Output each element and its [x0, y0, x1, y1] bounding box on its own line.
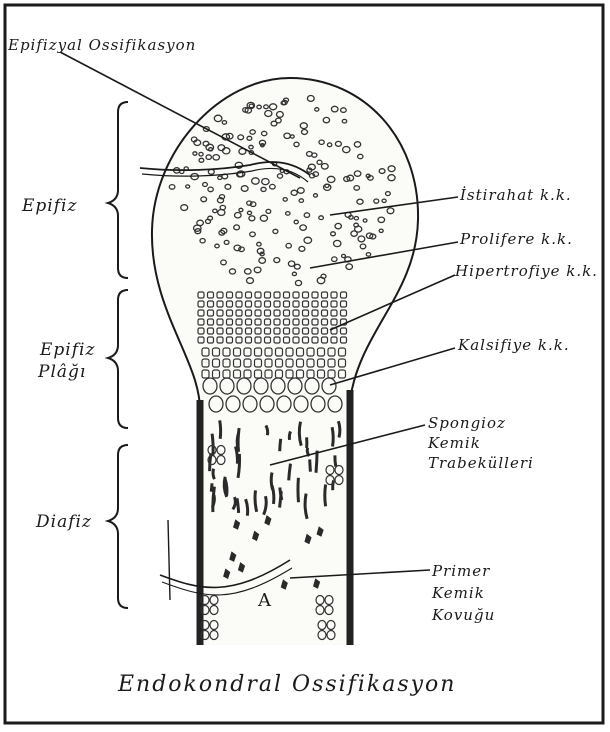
trabecula: [316, 451, 317, 473]
trabecula: [335, 455, 336, 466]
label-spongioz-2: Kemik: [428, 434, 481, 453]
region-epifiz: Epifiz: [22, 196, 77, 216]
brace-epifiz: [108, 102, 128, 278]
label-prolifere: Prolifere k.k.: [460, 230, 573, 249]
trabecula: [211, 483, 212, 491]
brace-plate: [108, 290, 128, 428]
trabecula: [289, 464, 291, 481]
trabecula: [298, 478, 299, 503]
trabecula: [212, 434, 213, 456]
figure-caption: Endokondral Ossifikasyon: [118, 672, 456, 697]
trabecula: [289, 431, 290, 440]
trabecula: [325, 485, 326, 507]
top-label: Epifizyal Ossifikasyon: [8, 36, 196, 55]
label-primer-2: Kemik: [432, 584, 485, 603]
label-spongioz-3: Trabekülleri: [428, 454, 534, 473]
trabecula: [238, 454, 240, 478]
region-epifiz-plagi-2: Plâğı: [38, 362, 86, 382]
label-primer-3: Kovuğu: [432, 606, 495, 625]
label-primer-1: Primer: [432, 562, 490, 581]
trabecula: [255, 490, 257, 511]
trabecula: [225, 479, 227, 496]
trabecula: [237, 432, 239, 449]
label-istirahat: İstirahat k.k.: [460, 186, 572, 205]
trabecula: [237, 498, 239, 513]
trabecula: [332, 427, 333, 446]
label-spongioz-1: Spongioz: [428, 414, 506, 433]
trabecula: [280, 439, 281, 451]
trabecula: [272, 486, 274, 504]
diaphyseal-vessel-stub: [168, 520, 170, 600]
region-epifiz-plagi-1: Epifiz: [40, 340, 95, 360]
trabecula: [220, 420, 221, 438]
trabecula: [280, 491, 282, 507]
trabecula: [213, 469, 214, 480]
trabecula: [338, 421, 339, 437]
trabecula: [310, 459, 311, 471]
label-kalsifiye: Kalsifiye k.k.: [458, 336, 570, 355]
region-diafiz: Diafiz: [36, 512, 92, 532]
cavity-mark-a: A: [257, 590, 272, 611]
trabecula: [266, 425, 268, 435]
label-hipertrofiye: Hipertrofiye k.k.: [455, 262, 598, 281]
brace-diafiz: [108, 445, 128, 608]
